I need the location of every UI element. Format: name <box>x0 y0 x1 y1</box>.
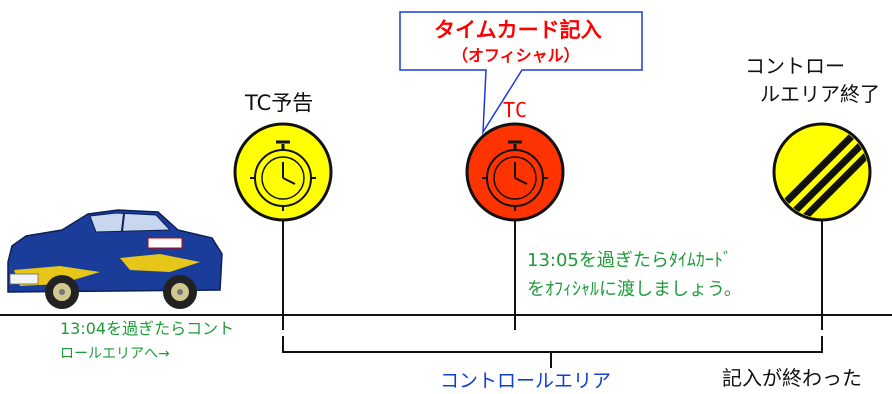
tc-notice-label: TC予告 <box>245 91 314 115</box>
control-area-bracket <box>282 336 823 368</box>
note-1304-line1: 13:04を過ぎたらコント <box>60 319 235 338</box>
after-fill-label: 記入が終わった <box>722 366 862 390</box>
tc-label: TC <box>503 98 528 122</box>
rally-car-illustration <box>7 209 223 309</box>
note-1305-line2: をｵﾌｨｼｬﾙに渡しましょう。 <box>527 279 742 300</box>
note-1304-line2: ロールエリアへ→ <box>60 346 170 362</box>
callout-subtitle: （オフィシャル） <box>452 46 580 65</box>
callout-box <box>399 11 643 135</box>
end-area-label-line2: ルエリア終了 <box>760 82 880 106</box>
control-area-label: コントロールエリア <box>440 370 612 392</box>
end-of-area-sign <box>772 122 872 222</box>
note-1305-line1: 13:05を過ぎたらﾀｲﾑｶｰﾄﾞ <box>527 250 732 271</box>
callout-title: タイムカード記入 <box>434 18 602 42</box>
tc-sign <box>465 122 565 222</box>
end-area-label-line1: コントロー <box>745 54 845 78</box>
tc-notice-sign <box>233 122 333 222</box>
